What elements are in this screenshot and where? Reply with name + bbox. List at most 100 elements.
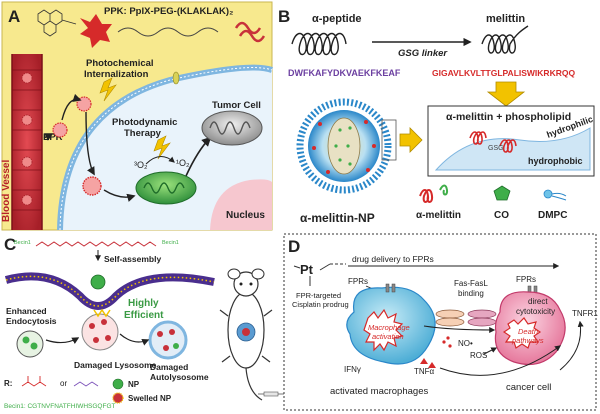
tnf-triangles xyxy=(420,358,436,368)
macrophage-activation-burst xyxy=(363,308,404,352)
vessel-stripes xyxy=(12,69,42,211)
melittin-helix xyxy=(481,25,529,54)
lysosome-contents xyxy=(89,319,111,343)
ppk-nanoparticle-outside xyxy=(52,122,68,138)
activated-macrophages-label: activated macrophages xyxy=(330,386,428,397)
legend-np-icon xyxy=(112,378,124,390)
macrophage-receptors xyxy=(385,283,396,293)
legend-co-icon xyxy=(493,185,511,201)
no-dots xyxy=(442,336,452,348)
legend-dmpc-icon xyxy=(543,189,567,201)
vessel-nanoparticles xyxy=(21,72,33,206)
cell-membrane xyxy=(4,272,215,310)
nucleus xyxy=(210,179,272,230)
gsg-label: GSG xyxy=(488,145,504,152)
becn1-right-label: Becin1 xyxy=(162,240,179,246)
membrane-melittin-helix xyxy=(469,131,487,145)
blood-vessel-label: Blood Vessel xyxy=(1,160,12,222)
ros-arrow xyxy=(483,347,498,355)
damaged-mitochondrion xyxy=(201,110,263,146)
healthy-mitochondrion xyxy=(135,171,197,205)
tnf-alpha-label: TNFα xyxy=(414,367,435,376)
melittin-sequence: GIGAVLKVLTTGLPALISWIKRKRQQ xyxy=(432,68,575,78)
panel-c-letter: C xyxy=(4,235,16,254)
damage-arrow xyxy=(185,136,212,177)
light-bolt-icon xyxy=(99,77,117,102)
panel-d-letter: D xyxy=(288,237,300,256)
ifn-gamma-label: IFNγ xyxy=(344,365,361,374)
panel-d: D Pt FPR-targeted Cisplatin prodrug drug… xyxy=(283,233,598,411)
klaklak-helix xyxy=(234,21,262,35)
efficient-label: Efficient xyxy=(124,310,164,321)
self-assembly-label: Self-assembly xyxy=(104,254,161,264)
tnf-arrow xyxy=(439,345,561,376)
photosensitizer-star-icon xyxy=(80,14,112,48)
r-group-2 xyxy=(73,381,99,387)
pt-label: Pt xyxy=(300,262,314,277)
legend-np-label: NP xyxy=(128,380,140,389)
pathways-label: pathways xyxy=(511,336,544,345)
triplet-oxygen-label: ³O₂ xyxy=(134,160,148,170)
fprs-right-label: FPRs xyxy=(516,275,536,284)
fas-fasl-label-2: binding xyxy=(458,289,484,298)
gsg-linker-label: GSG linker xyxy=(398,48,448,59)
panel-b-letter: B xyxy=(278,7,290,26)
r-label: R: xyxy=(4,379,12,388)
to-lysosome-arrow xyxy=(45,337,80,344)
prodrug-label-1: FPR-targeted xyxy=(296,291,341,300)
fas-fasl-label-1: Fas-FasL xyxy=(454,279,488,288)
panel-a-letter: A xyxy=(8,7,20,26)
lipid-layer xyxy=(434,127,591,171)
macrophage-activation-label-1: Macrophage xyxy=(368,323,410,332)
internalization-arrow xyxy=(61,93,82,121)
macrophage-activation-label-2: activation xyxy=(372,332,404,341)
r-group-1 xyxy=(21,376,47,387)
tnfr1-label: TNFR1 xyxy=(572,309,598,318)
photodynamic-label: Photodynamic xyxy=(112,117,177,128)
to-mitochondria-arrow xyxy=(103,189,136,202)
membrane-receptor xyxy=(172,71,180,85)
direct-label: direct xyxy=(528,297,548,306)
oxygen-conversion-arrow xyxy=(145,156,175,165)
alpha-melittin-nanoparticle xyxy=(296,98,392,194)
peptide-sequence: DWFKAFYDKVAEKFKEAF xyxy=(288,68,401,78)
zoom-box xyxy=(381,119,397,161)
alpha-peptide-helix xyxy=(291,32,347,56)
panel-b: B α-peptide melittin GSG linker DWFKAFYD… xyxy=(278,7,595,225)
ppk-label: PPK: PpIX-PEG-(KLAKLAK)₂ xyxy=(104,6,233,17)
ros-label: ROS xyxy=(470,351,487,360)
death-pathways-burst xyxy=(502,317,542,349)
panel-c: C Becin1 Becin1 Self-assembly Enhanced E… xyxy=(4,235,284,410)
becn1-left-label: Becin1 xyxy=(14,240,31,246)
endosome xyxy=(16,330,44,358)
legend-melittin-icon xyxy=(419,189,434,203)
cancer-cell-label: cancer cell xyxy=(506,382,551,393)
legend-swelled-np-icon xyxy=(112,392,124,404)
legend-co-label: CO xyxy=(494,210,509,221)
alpha-melittin-np-label: α-melittin-NP xyxy=(300,211,375,225)
fas-arrow xyxy=(423,325,496,333)
cytotoxicity-label: cytotoxicity xyxy=(516,307,555,316)
ppk-nanoparticle-inside xyxy=(82,176,102,196)
mouse-illustration xyxy=(219,268,273,401)
autolysosome-label: Autolysosome xyxy=(150,372,209,382)
nanoparticle-entering xyxy=(90,274,106,290)
becn1-chain xyxy=(35,241,157,247)
death-label: Death xyxy=(518,327,538,336)
damaged-autolysosome xyxy=(148,320,188,360)
fprs-left-label: FPRs xyxy=(348,277,368,286)
peg-chain xyxy=(117,27,219,37)
therapy-label: Therapy xyxy=(124,128,162,139)
panel-a: A PPK: PpIX-PEG-(KLAKLAK)₂ Blood Vessel xyxy=(1,1,274,231)
singlet-oxygen-label: ¹O₂ xyxy=(176,158,190,168)
enhanced-label: Enhanced xyxy=(6,306,47,316)
epr-arrow xyxy=(43,133,54,141)
melittin-label: melittin xyxy=(486,13,525,25)
tumor-cell-label: Tumor Cell xyxy=(212,100,261,111)
legend-melittin-label: α-melittin xyxy=(416,210,461,221)
damaged-lysosome xyxy=(81,313,119,351)
or-label: or xyxy=(60,379,67,388)
to-autolysosome-arrow xyxy=(119,333,150,346)
